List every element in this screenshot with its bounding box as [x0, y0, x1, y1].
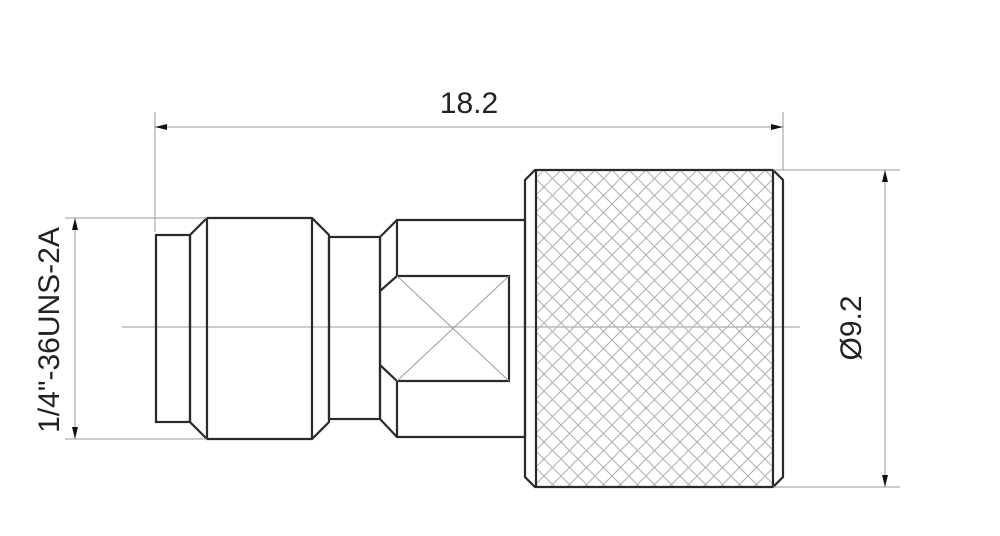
neck — [327, 235, 382, 421]
front-cylinder — [154, 233, 192, 424]
diameter-dimension: Ø9.2 — [773, 169, 900, 488]
thread-dimension: 1/4"-36UNS-2A — [33, 217, 207, 440]
length-label: 18.2 — [440, 87, 498, 120]
threaded-body — [188, 216, 331, 441]
knurled-nut — [523, 168, 785, 489]
thread-label: 1/4"-36UNS-2A — [33, 227, 66, 433]
length-dimension: 18.2 — [154, 87, 784, 232]
hex-body — [378, 218, 527, 439]
diameter-label: Ø9.2 — [835, 295, 868, 360]
